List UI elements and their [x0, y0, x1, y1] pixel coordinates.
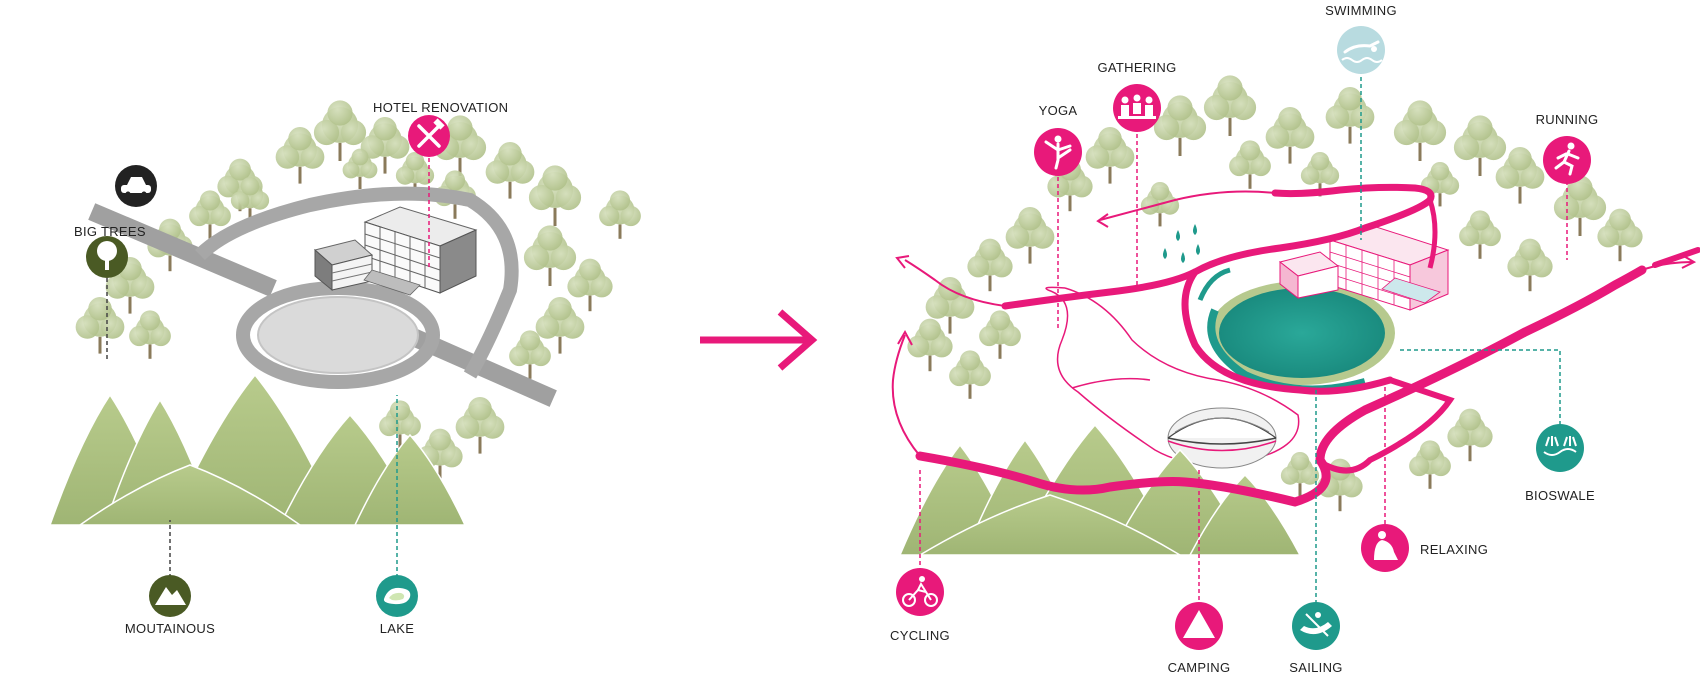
- tree: [75, 297, 125, 354]
- tree: [1153, 95, 1207, 156]
- tree: [1325, 87, 1375, 144]
- tree: [360, 117, 410, 174]
- tree: [1229, 140, 1271, 189]
- car-icon: [115, 165, 157, 207]
- yoga-icon: [1034, 128, 1082, 176]
- tree: [1507, 238, 1553, 292]
- mountain-range: [48, 373, 467, 526]
- tree: [1280, 451, 1320, 497]
- label-gathering: GATHERING: [1097, 60, 1177, 75]
- tree: [1453, 115, 1507, 176]
- tree: [1300, 151, 1340, 197]
- tree: [395, 151, 435, 197]
- tree: [1265, 107, 1315, 164]
- camping-dome: [1167, 407, 1277, 469]
- tree: [523, 225, 577, 286]
- tree: [1085, 127, 1135, 184]
- label-bioswale: BIOSWALE: [1525, 488, 1595, 503]
- tree: [1409, 440, 1451, 489]
- mountain-range: [898, 423, 1302, 556]
- tree: [417, 428, 463, 482]
- swimming-icon: [1337, 26, 1385, 74]
- tree: [275, 127, 325, 184]
- hotel-building: [1278, 224, 1450, 311]
- label-sailing: SAILING: [1289, 660, 1343, 675]
- tree: [1597, 208, 1643, 262]
- tree: [342, 148, 378, 189]
- label-swimming: SWIMMING: [1325, 3, 1397, 18]
- mountain: [917, 494, 1183, 556]
- label-moutainous: MOUTAINOUS: [124, 621, 216, 636]
- sailing-icon: [1292, 602, 1340, 650]
- tree-icon: [86, 236, 128, 278]
- relaxing-icon: [1361, 524, 1409, 572]
- tree: [1203, 75, 1257, 136]
- leader-lines: [919, 70, 1568, 604]
- tree: [567, 258, 613, 312]
- bioswale-icon: [1536, 424, 1584, 472]
- tree: [907, 318, 953, 372]
- tools-icon: [408, 115, 450, 157]
- before-site: [48, 100, 641, 617]
- tree: [1447, 408, 1493, 462]
- hotel-building: [313, 206, 478, 296]
- tree: [535, 297, 585, 354]
- tree: [599, 190, 641, 239]
- tree: [1393, 100, 1447, 161]
- camping-icon: [1175, 602, 1223, 650]
- tree: [189, 190, 231, 239]
- main-routes: [915, 183, 1700, 507]
- gathering-icon: [1113, 84, 1161, 132]
- tree: [528, 165, 582, 226]
- tree: [1459, 210, 1501, 259]
- tree-cluster: [907, 75, 1643, 512]
- tree: [1553, 175, 1607, 236]
- road-network: [88, 186, 557, 407]
- tree: [313, 100, 367, 161]
- tree: [509, 330, 551, 379]
- tree: [1005, 207, 1055, 264]
- tree: [455, 397, 505, 454]
- tree: [1140, 181, 1180, 227]
- tree: [1495, 147, 1545, 204]
- tree: [230, 176, 270, 222]
- route-arrows: [891, 190, 1697, 457]
- tree: [979, 310, 1021, 359]
- mountain: [77, 464, 303, 526]
- after-site: [891, 26, 1700, 650]
- leader-lines: [106, 158, 430, 585]
- label-running: RUNNING: [1535, 112, 1599, 127]
- label-hotel-renovation: HOTEL RENOVATION: [373, 100, 509, 115]
- tree: [949, 350, 991, 399]
- tree: [1420, 161, 1460, 207]
- tree: [925, 277, 975, 334]
- running-icon: [1543, 136, 1591, 184]
- label-big-trees: BIG TREES: [74, 224, 146, 239]
- label-lake: LAKE: [379, 621, 415, 636]
- tree: [967, 238, 1013, 292]
- tree: [1317, 458, 1363, 512]
- label-relaxing: RELAXING: [1420, 542, 1489, 557]
- cycling-icon: [896, 568, 944, 616]
- tree: [485, 142, 535, 199]
- tree: [129, 310, 171, 359]
- lake-icon: [376, 575, 418, 617]
- rain-drops: [1163, 224, 1200, 263]
- transform-arrow: [700, 309, 818, 371]
- label-camping: CAMPING: [1167, 660, 1231, 675]
- tree: [379, 400, 421, 449]
- mountain: [1188, 473, 1302, 556]
- label-cycling: CYCLING: [890, 628, 950, 643]
- mountain: [353, 433, 467, 526]
- label-yoga: YOGA: [1038, 103, 1078, 118]
- mountain-icon: [149, 575, 191, 617]
